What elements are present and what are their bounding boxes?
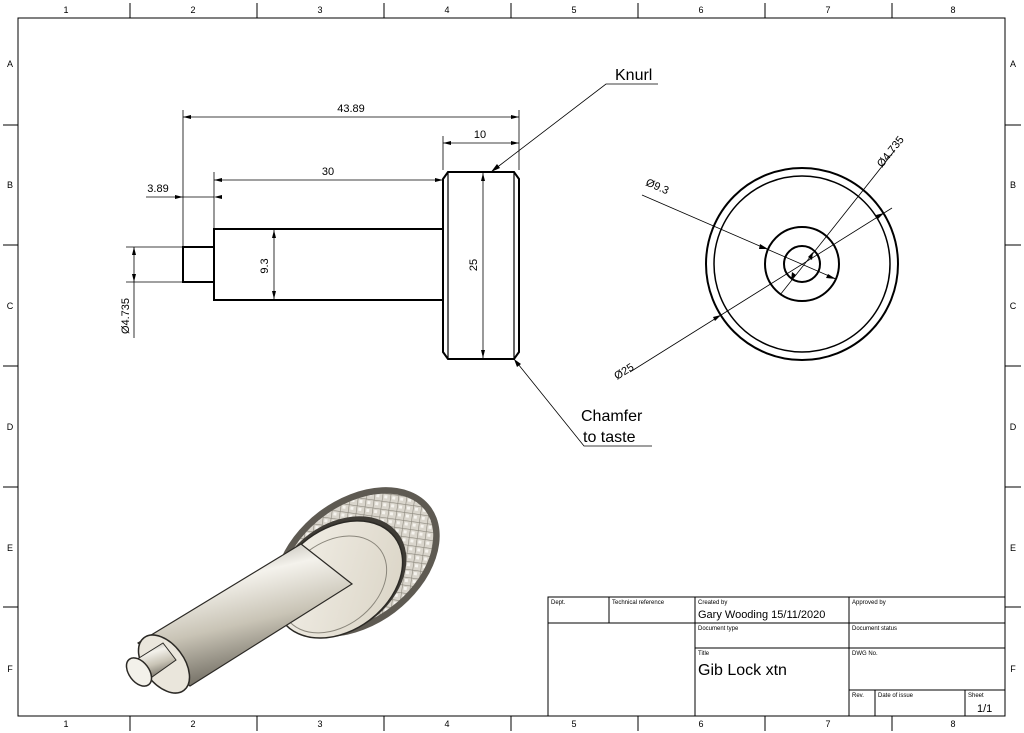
- title-block-labels: Dept. Technical reference Created by Gar…: [551, 600, 992, 715]
- title-block: [547, 596, 1006, 717]
- knurl-callout: Knurl: [615, 67, 652, 84]
- tech-ref-label: Technical reference: [612, 600, 665, 606]
- shaft-circle: [764, 226, 840, 302]
- row-labels-left: A B C D E F: [7, 59, 14, 674]
- dim-end-knob-dia: Ø25: [612, 361, 636, 382]
- row-label-e: E: [7, 543, 13, 553]
- row-label-c: C: [7, 301, 14, 311]
- row-label-a: A: [7, 59, 13, 69]
- dim-end-shaft-dia: Ø9.3: [644, 177, 671, 197]
- col-label-5: 5: [571, 719, 576, 729]
- chamfer-callout-line2: to taste: [583, 429, 636, 446]
- col-label-2: 2: [190, 5, 195, 15]
- column-labels-bottom: 1 2 3 4 5 6 7 8: [63, 719, 955, 729]
- date-of-issue-label: Date of issue: [878, 693, 914, 699]
- side-view-dimensions: [126, 110, 520, 358]
- title-label: Title: [698, 651, 710, 657]
- col-label-4: 4: [444, 5, 449, 15]
- column-labels-top: 1 2 3 4 5 6 7 8: [63, 5, 955, 15]
- doc-status-label: Document status: [852, 626, 897, 632]
- row-label-b: B: [1010, 180, 1016, 190]
- col-label-7: 7: [825, 719, 830, 729]
- spigot-outline: [182, 246, 215, 283]
- sheet-label: Sheet: [968, 693, 984, 699]
- dim-spigot-dia: Ø4.735: [120, 298, 132, 334]
- doc-type-label: Document type: [698, 626, 739, 632]
- sheet-frame: [17, 17, 1006, 717]
- col-label-1: 1: [63, 5, 68, 15]
- knob-circle-outer: [705, 167, 899, 361]
- dim-shaft-dia: 9.3: [259, 258, 271, 273]
- zone-ticks: [3, 3, 1021, 731]
- row-label-d: D: [7, 422, 14, 432]
- rev-label: Rev.: [852, 693, 864, 699]
- row-labels-right: A B C D E F: [1010, 59, 1017, 674]
- col-label-3: 3: [317, 719, 322, 729]
- end-view: [705, 167, 899, 361]
- col-label-4: 4: [444, 719, 449, 729]
- dim-end-spigot-dia: Ø4.735: [875, 134, 907, 170]
- side-view-arrowheads: [132, 115, 519, 358]
- dwg-no-label: DWG No.: [852, 651, 878, 657]
- end-view-arrowheads: [713, 213, 884, 321]
- shaft-outline: [213, 228, 444, 301]
- col-label-7: 7: [825, 5, 830, 15]
- callout-arrowheads: [491, 164, 521, 367]
- row-label-a: A: [1010, 59, 1016, 69]
- created-by-value: Gary Wooding 15/11/2020: [698, 609, 825, 621]
- isometric-render: [125, 487, 440, 694]
- end-view-dimensions: [629, 149, 896, 373]
- col-label-8: 8: [950, 5, 955, 15]
- spigot-circle: [783, 245, 821, 283]
- callout-leaders: [490, 83, 658, 447]
- dim-spigot-length: 3.89: [147, 183, 168, 195]
- side-view: [182, 171, 520, 360]
- col-label-5: 5: [571, 5, 576, 15]
- row-label-b: B: [7, 180, 13, 190]
- drawing-title: Gib Lock xtn: [698, 662, 787, 679]
- row-label-e: E: [1010, 543, 1016, 553]
- col-label-8: 8: [950, 719, 955, 729]
- row-label-f: F: [7, 664, 13, 674]
- created-by-label: Created by: [698, 600, 727, 606]
- spigot-end-face: [125, 657, 153, 687]
- dept-label: Dept.: [551, 600, 566, 606]
- side-view-dimension-labels: 43.89 10 30 3.89 9.3 25 Ø4.735: [120, 103, 486, 334]
- approved-by-label: Approved by: [852, 600, 886, 606]
- dim-knob-dia: 25: [468, 259, 480, 271]
- row-label-f: F: [1010, 664, 1016, 674]
- dim-shaft-length: 30: [322, 166, 334, 178]
- chamfer-callout-line1: Chamfer: [581, 408, 643, 425]
- row-label-c: C: [1010, 301, 1017, 311]
- col-label-6: 6: [698, 719, 703, 729]
- col-label-6: 6: [698, 5, 703, 15]
- col-label-1: 1: [63, 719, 68, 729]
- row-label-d: D: [1010, 422, 1017, 432]
- knob-outline: [442, 171, 520, 360]
- knob-circle-chamfer: [713, 175, 891, 353]
- end-view-dimension-labels: Ø9.3 Ø4.735 Ø25: [612, 134, 907, 382]
- sheet-value: 1/1: [977, 703, 992, 715]
- col-label-3: 3: [317, 5, 322, 15]
- col-label-2: 2: [190, 719, 195, 729]
- dim-knob-width: 10: [474, 129, 486, 141]
- dim-overall-length: 43.89: [337, 103, 365, 115]
